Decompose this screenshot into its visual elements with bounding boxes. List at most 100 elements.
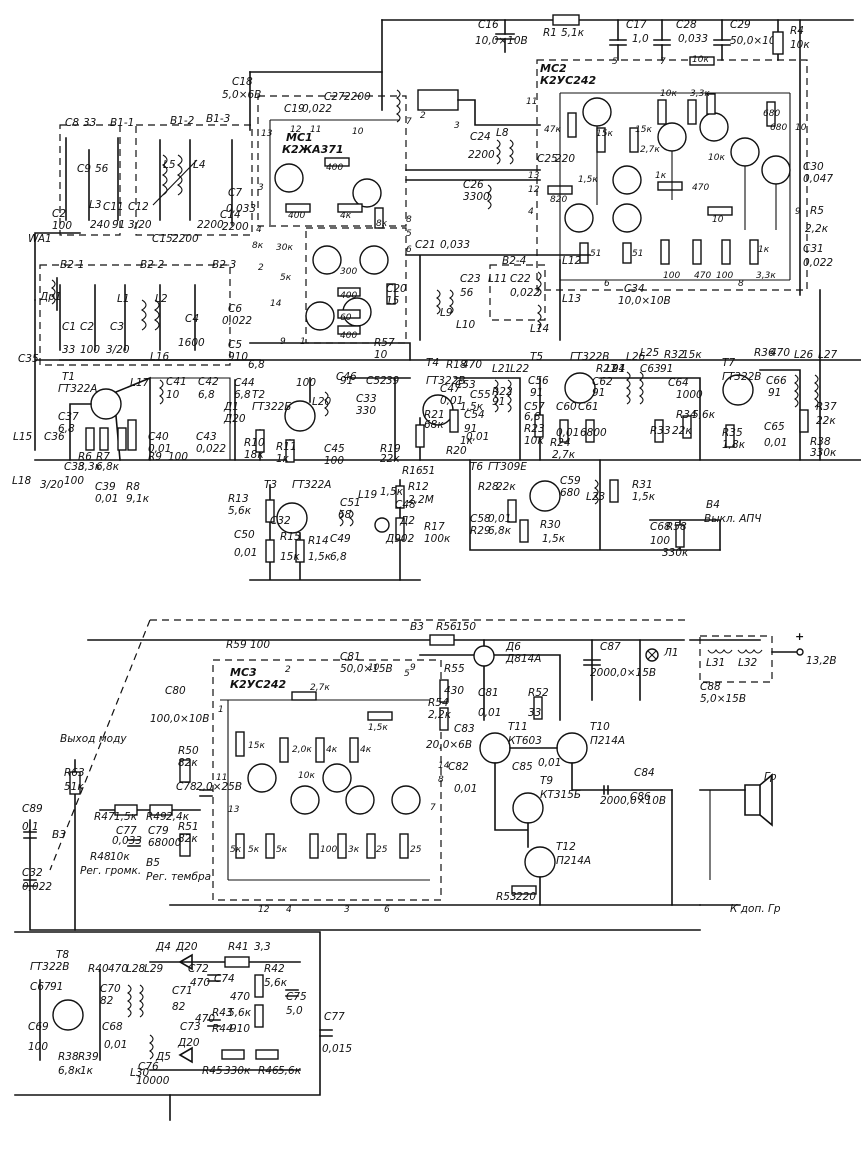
svg-text:100: 100: [28, 1041, 48, 1053]
svg-text:C64: C64: [668, 377, 689, 389]
svg-text:C89: C89: [22, 803, 43, 815]
svg-text:C45: C45: [324, 443, 345, 455]
svg-text:L26: L26: [794, 349, 814, 361]
svg-text:R8: R8: [126, 481, 140, 493]
coil-l5-label: L5: [163, 159, 176, 171]
svg-text:6: 6: [604, 279, 610, 289]
value-c8: 33: [83, 117, 96, 129]
svg-text:2,0×25В: 2,0×25В: [196, 781, 242, 793]
svg-text:Д20: Д20: [223, 413, 246, 425]
svg-text:2: 2: [258, 263, 264, 273]
svg-text:C65: C65: [764, 421, 785, 433]
svg-text:ГТ322А: ГТ322А: [292, 479, 332, 491]
input-network: [23, 759, 701, 931]
svg-text:8: 8: [406, 215, 412, 225]
value-c34: 10,0×10В: [618, 295, 671, 307]
svg-text:R52: R52: [528, 687, 549, 699]
value-c22: 0,022: [510, 287, 540, 299]
svg-text:R7: R7: [96, 451, 110, 463]
svg-text:11: 11: [526, 97, 537, 107]
svg-text:C58: C58: [470, 513, 491, 525]
svg-text:R55: R55: [444, 663, 465, 675]
svg-text:Выход моду: Выход моду: [60, 733, 127, 745]
value-c12: 3/20: [128, 219, 152, 231]
svg-text:R10: R10: [244, 437, 265, 449]
svg-text:C77: C77: [116, 825, 137, 837]
svg-text:2,2к: 2,2к: [428, 709, 452, 721]
svg-text:6: 6: [384, 905, 390, 915]
svg-text:C16: C16: [478, 19, 499, 31]
capacitor-c17: C17 1,0: [609, 19, 649, 61]
svg-text:3,3: 3,3: [254, 941, 271, 953]
svg-text:R53: R53: [496, 891, 517, 903]
transistor-t7: Т7 ГТ322В: [722, 357, 762, 406]
svg-text:L17: L17: [130, 377, 150, 389]
value-c25: 220: [555, 153, 575, 165]
svg-text:9: 9: [280, 337, 286, 347]
svg-text:C54: C54: [464, 409, 485, 421]
svg-text:5: 5: [406, 229, 412, 239]
svg-text:L23: L23: [586, 491, 605, 503]
svg-text:910: 910: [230, 1023, 250, 1035]
svg-text:12: 12: [528, 185, 540, 195]
value-c21: 0,033: [440, 239, 470, 251]
svg-text:4к: 4к: [340, 211, 352, 221]
lamp-l1: Л1: [645, 647, 679, 662]
svg-text:6,8к: 6,8к: [96, 461, 120, 473]
svg-text:L32: L32: [738, 657, 758, 669]
svg-text:R45: R45: [202, 1065, 223, 1077]
svg-text:КТ315Б: КТ315Б: [540, 789, 581, 801]
svg-text:30к: 30к: [276, 243, 293, 253]
capacitor-c16: C16 10,0×10В: [475, 19, 528, 53]
switch-b13-label: В1-3: [206, 113, 230, 125]
svg-text:ГТ309Е: ГТ309Е: [488, 461, 527, 473]
svg-text:4: 4: [528, 207, 534, 217]
svg-text:6: 6: [406, 245, 412, 255]
svg-text:15к: 15к: [248, 741, 265, 751]
svg-text:Т2: Т2: [252, 389, 265, 401]
switch-b12-label: В1-2: [170, 115, 195, 127]
svg-text:82: 82: [172, 1001, 186, 1013]
transistor-t11: Т11 КТ603: [479, 721, 542, 764]
svg-text:ГТ322В: ГТ322В: [722, 371, 762, 383]
svg-text:33: 33: [528, 707, 541, 719]
svg-text:1,5к: 1,5к: [114, 811, 138, 823]
svg-text:3: 3: [344, 905, 350, 915]
svg-text:6,8: 6,8: [198, 389, 215, 401]
label-c6: C6: [228, 303, 242, 315]
svg-text:R22: R22: [492, 386, 513, 398]
svg-text:R6: R6: [78, 451, 92, 463]
svg-text:9,1к: 9,1к: [126, 493, 150, 505]
svg-text:10к: 10к: [660, 89, 677, 99]
value-c3: 3/20: [106, 344, 130, 356]
svg-text:R43: R43: [212, 1007, 233, 1019]
coil-l12-label: L12: [562, 255, 582, 267]
svg-text:91: 91: [492, 396, 505, 408]
svg-text:C85: C85: [512, 761, 533, 773]
label-c4: C4: [185, 313, 199, 325]
svg-text:15к: 15к: [280, 551, 300, 563]
svg-text:430: 430: [444, 685, 464, 697]
value-c20: 15: [386, 295, 400, 307]
svg-text:400: 400: [288, 211, 305, 221]
label-c26: C26: [463, 179, 484, 191]
label-c34: C34: [624, 283, 645, 295]
svg-text:C56: C56: [528, 375, 549, 387]
coil-l10-label: L10: [456, 319, 476, 331]
svg-text:82к: 82к: [178, 833, 198, 845]
svg-text:П214А: П214А: [556, 855, 591, 867]
svg-text:C39: C39: [95, 481, 116, 493]
svg-text:Т7: Т7: [722, 357, 735, 369]
svg-text:6,8: 6,8: [248, 359, 265, 371]
svg-text:КТ603: КТ603: [508, 735, 542, 747]
svg-text:10: 10: [795, 123, 807, 133]
svg-text:22к: 22к: [380, 453, 400, 465]
svg-text:7: 7: [430, 803, 436, 813]
svg-text:100: 100: [250, 639, 270, 651]
svg-text:6,8: 6,8: [524, 411, 541, 423]
svg-text:5,6к: 5,6к: [264, 977, 288, 989]
svg-text:18к: 18к: [244, 449, 264, 461]
svg-text:C29: C29: [730, 19, 751, 31]
svg-text:1,0: 1,0: [632, 33, 649, 45]
svg-text:400: 400: [326, 163, 343, 173]
